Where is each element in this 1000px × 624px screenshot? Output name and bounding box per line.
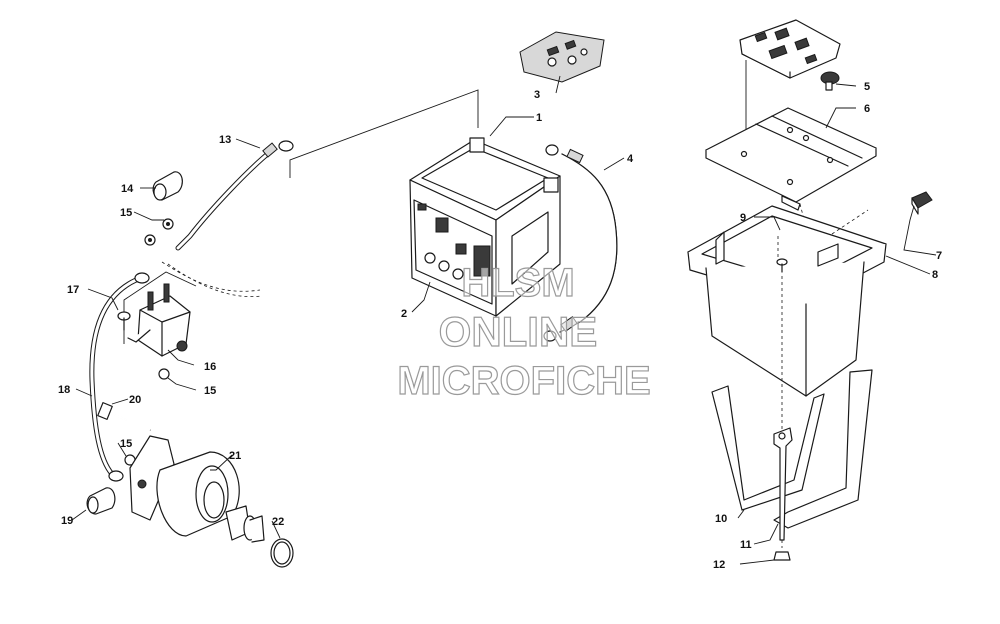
callout-13: 13	[219, 134, 231, 146]
callout-8: 8	[932, 269, 938, 281]
callout-3: 3	[534, 89, 540, 101]
callout-6: 6	[864, 103, 870, 115]
box-strap	[711, 369, 873, 529]
nut-lower	[158, 368, 170, 380]
callout-11: 11	[740, 539, 752, 551]
terminal-cap	[152, 171, 183, 201]
callout-1: 1	[536, 112, 542, 124]
starter-cable	[175, 140, 294, 251]
starter-mounting-bolt	[97, 402, 151, 431]
callout-21: 21	[229, 450, 241, 462]
battery-box	[687, 205, 887, 397]
callout-19: 19	[61, 515, 73, 527]
hardware-kit-bag	[519, 31, 605, 83]
starter-motor	[129, 435, 265, 543]
starter-solenoid	[127, 283, 191, 357]
callout-2: 2	[401, 308, 407, 320]
callout-5: 5	[864, 81, 870, 93]
callout-18: 18	[58, 384, 70, 396]
watermark: HLSM ONLINE MICROFICHE	[397, 260, 652, 403]
battery	[409, 137, 561, 317]
callout-15-lower: 15	[204, 385, 216, 397]
nut-top	[144, 218, 174, 246]
fuse-box	[739, 19, 841, 79]
callout-15-top: 15	[120, 207, 132, 219]
callout-9: 9	[740, 212, 746, 224]
cap	[820, 71, 840, 91]
hold-down-rod	[773, 427, 793, 541]
callout-4: 4	[627, 153, 634, 165]
callout-16: 16	[204, 361, 216, 373]
callout-20: 20	[129, 394, 141, 406]
watermark-line-1: HLSM	[461, 261, 574, 305]
o-ring	[270, 538, 294, 568]
solenoid-bolt	[117, 311, 131, 331]
battery-tray-plate	[705, 107, 877, 211]
callout-7: 7	[936, 250, 942, 262]
rod-nut	[773, 551, 791, 561]
callout-22: 22	[272, 516, 284, 528]
terminal-boot	[86, 487, 116, 515]
callout-17: 17	[67, 284, 79, 296]
box-screw	[776, 258, 788, 273]
watermark-line-3: MICROFICHE	[397, 359, 650, 403]
callout-12: 12	[713, 559, 725, 571]
callout-14: 14	[121, 183, 134, 195]
solenoid-starter-cable	[89, 272, 150, 482]
battery-cable	[543, 144, 618, 342]
callout-10: 10	[715, 513, 727, 525]
connector	[911, 191, 933, 215]
watermark-line-2: ONLINE	[439, 308, 598, 355]
callout-15-starter: 15	[120, 438, 132, 450]
